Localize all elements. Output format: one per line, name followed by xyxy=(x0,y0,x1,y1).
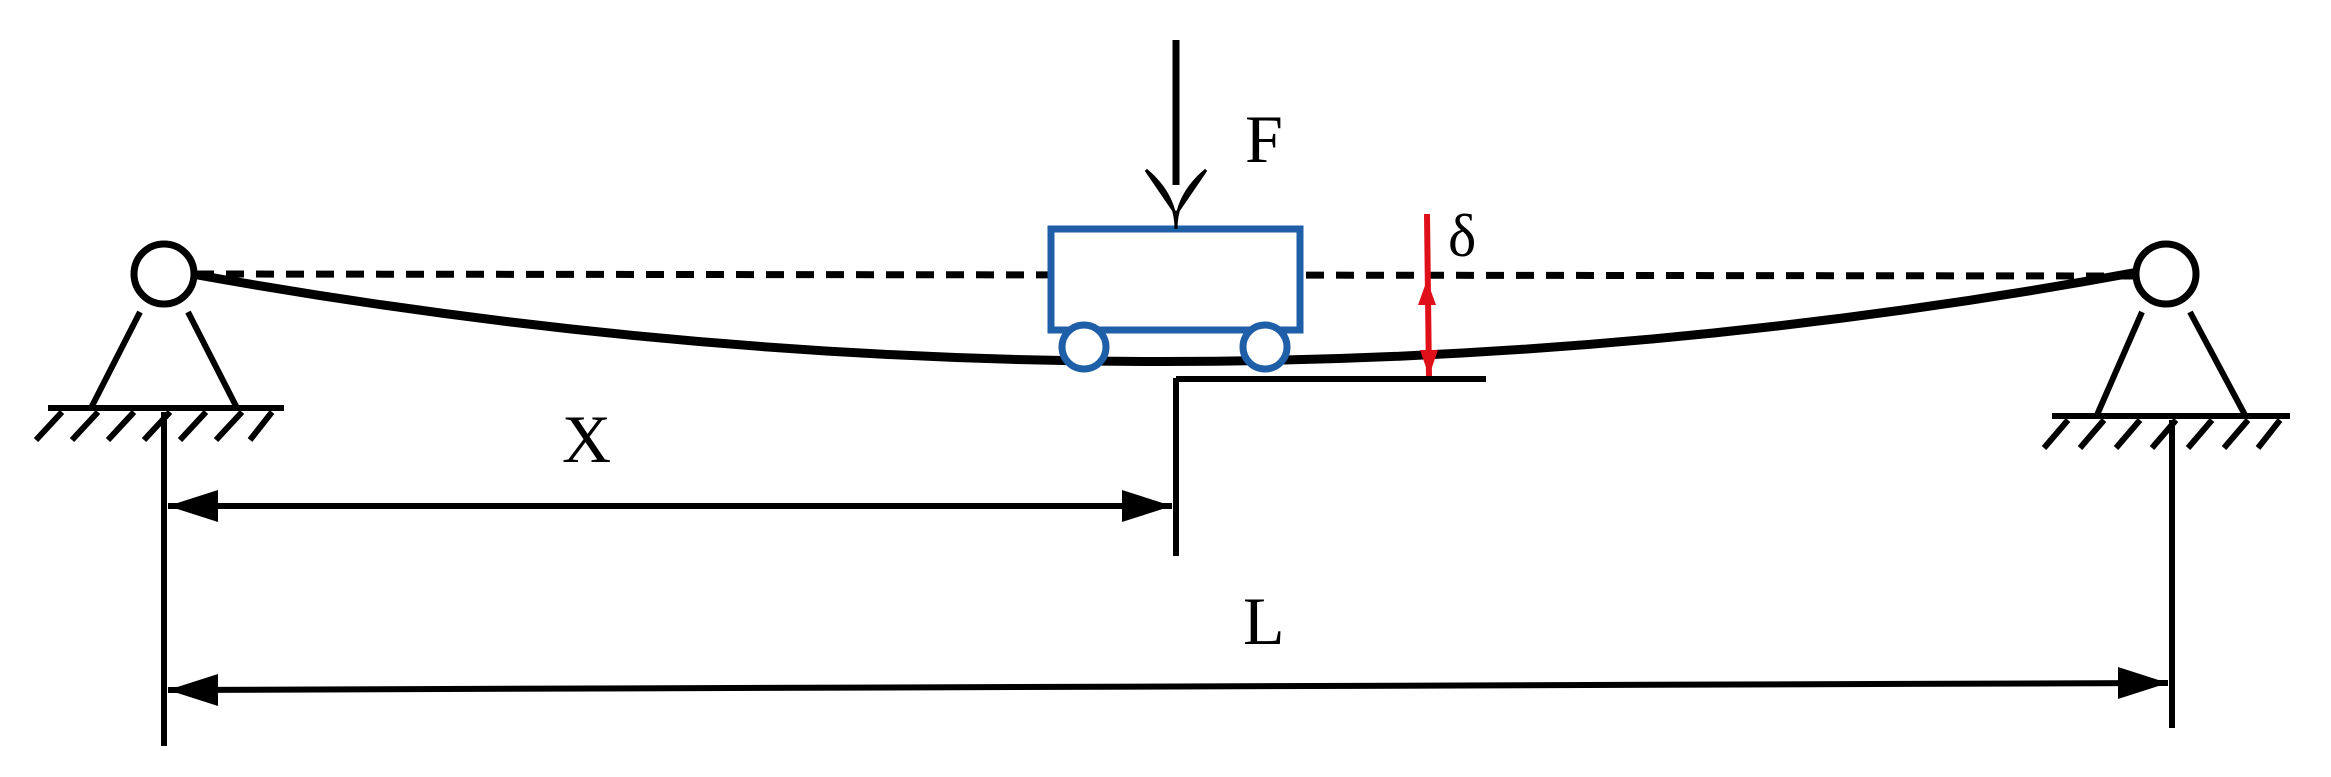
position-label: X xyxy=(562,401,611,477)
right-ground-hatching xyxy=(2041,418,2283,450)
left-pin-support xyxy=(33,240,284,443)
force-label: F xyxy=(1245,101,1283,177)
deflected-beam xyxy=(191,267,2139,366)
cart-wheel-right xyxy=(1239,321,1291,373)
left-support-leg xyxy=(88,310,143,410)
span-label: L xyxy=(1243,583,1285,659)
cart-body xyxy=(1047,225,1304,334)
right-pin xyxy=(2132,240,2200,308)
cart-wheel-left xyxy=(1058,321,1110,373)
left-pin xyxy=(130,240,198,308)
l-dimension-arrow xyxy=(167,667,2169,706)
force-arrow xyxy=(1144,40,1208,230)
left-support-leg xyxy=(185,310,240,410)
right-pin-support xyxy=(2041,240,2290,450)
deflection-marker xyxy=(1418,213,1438,379)
left-ground-hatching xyxy=(33,409,275,443)
right-support-leg xyxy=(2094,310,2145,417)
cart xyxy=(1047,225,1304,373)
deflection-label: δ xyxy=(1448,203,1476,269)
right-support-leg xyxy=(2187,310,2248,417)
x-dimension-arrow xyxy=(168,490,1172,522)
